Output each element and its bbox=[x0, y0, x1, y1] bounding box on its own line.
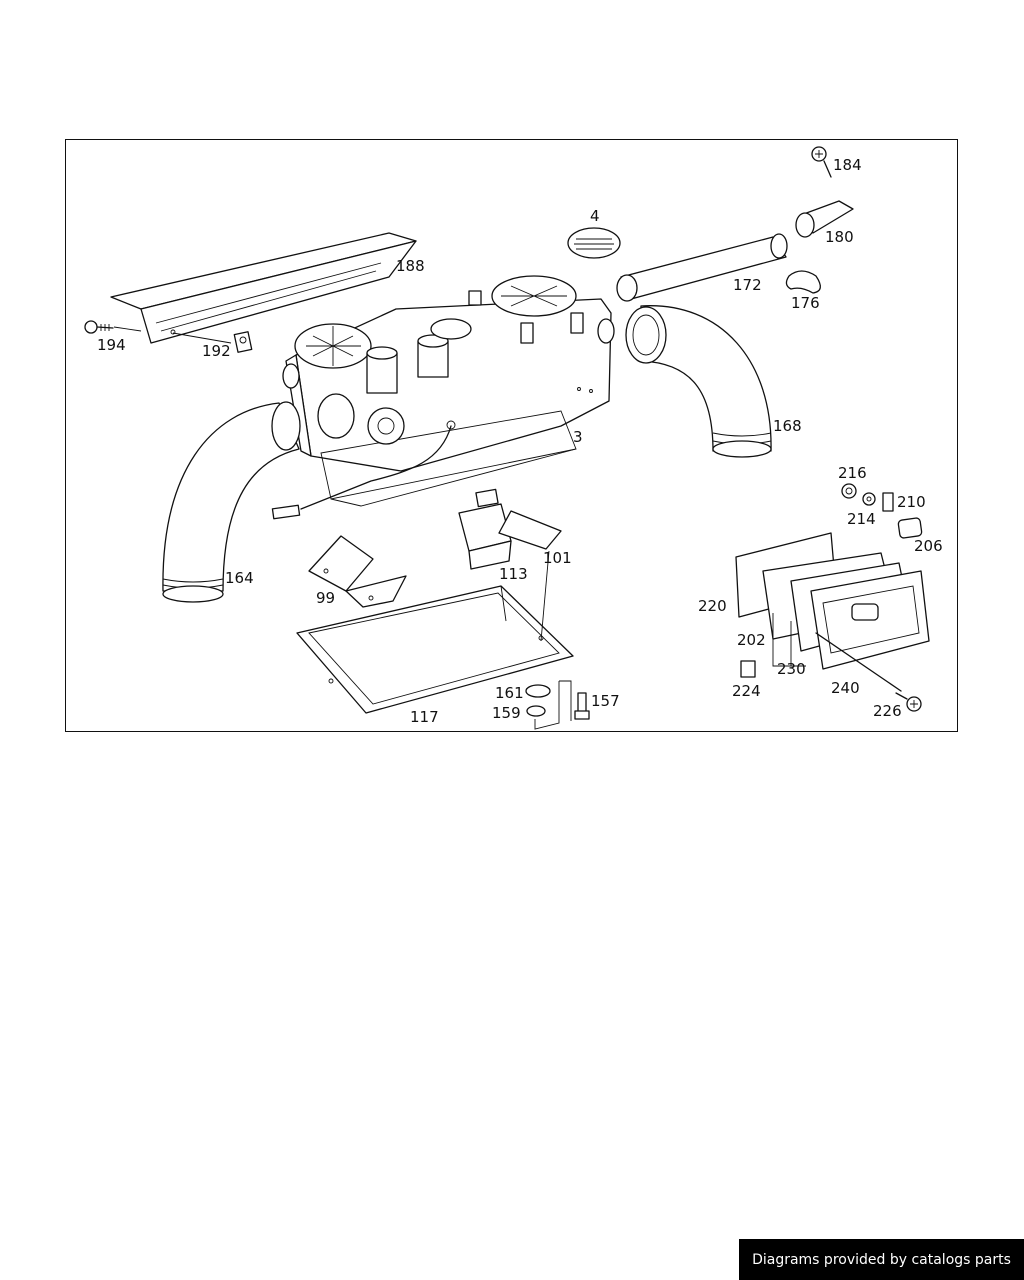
part-4-grille bbox=[567, 227, 621, 259]
parts-diagram-frame: 184 4 180 188 172 176 194 192 168 3 216 … bbox=[65, 139, 958, 732]
fasteners-161-159-157 bbox=[525, 680, 590, 730]
part-label-180: 180 bbox=[825, 228, 854, 246]
part-label-192: 192 bbox=[202, 342, 231, 360]
part-label-220: 220 bbox=[698, 597, 727, 615]
part-label-164: 164 bbox=[225, 569, 254, 587]
part-194-screw bbox=[84, 320, 114, 334]
part-label-101: 101 bbox=[543, 549, 572, 567]
part-label-230: 230 bbox=[777, 660, 806, 678]
part-168-right-hose bbox=[625, 305, 772, 458]
outlet-frame-assembly bbox=[735, 532, 930, 692]
part-184-screw bbox=[811, 146, 832, 178]
part-224-clip bbox=[740, 660, 756, 678]
part-label-202: 202 bbox=[737, 631, 766, 649]
part-117-tray bbox=[296, 585, 574, 714]
part-99-bracket bbox=[308, 535, 407, 608]
part-label-224: 224 bbox=[732, 682, 761, 700]
part-192-clip bbox=[233, 331, 253, 353]
part-label-168: 168 bbox=[773, 417, 802, 435]
part-label-184: 184 bbox=[833, 156, 862, 174]
part-label-240: 240 bbox=[831, 679, 860, 697]
part-label-194: 194 bbox=[97, 336, 126, 354]
part-label-99: 99 bbox=[316, 589, 335, 607]
part-172-tube bbox=[616, 233, 788, 302]
part-101-bracket bbox=[498, 510, 562, 550]
part-188-cover-strip bbox=[110, 232, 417, 344]
part-label-3: 3 bbox=[573, 428, 583, 446]
part-113-block bbox=[458, 488, 512, 570]
part-226-screw bbox=[895, 692, 922, 712]
part-label-206: 206 bbox=[914, 537, 943, 555]
diagram-credit-badge: Diagrams provided by catalogs parts bbox=[739, 1239, 1024, 1280]
diagram-credit-text: Diagrams provided by catalogs parts bbox=[752, 1251, 1011, 1268]
heater-housing bbox=[271, 227, 621, 520]
part-label-226: 226 bbox=[873, 702, 902, 720]
part-label-188: 188 bbox=[396, 257, 425, 275]
part-label-4: 4 bbox=[590, 207, 600, 225]
exploded-parts-diagram: 184 4 180 188 172 176 194 192 168 3 216 … bbox=[84, 146, 943, 730]
part-label-210: 210 bbox=[897, 493, 926, 511]
part-label-161: 161 bbox=[495, 684, 524, 702]
part-label-117: 117 bbox=[410, 708, 439, 726]
part-164-left-hose bbox=[162, 401, 301, 603]
part-label-214: 214 bbox=[847, 510, 876, 528]
part-label-176: 176 bbox=[791, 294, 820, 312]
part-label-157: 157 bbox=[591, 692, 620, 710]
leader-lines bbox=[113, 326, 550, 642]
part-label-216: 216 bbox=[838, 464, 867, 482]
part-label-159: 159 bbox=[492, 704, 521, 722]
part-176-gasket bbox=[785, 270, 821, 294]
small-fasteners-216-214-210-206 bbox=[841, 483, 923, 539]
part-label-113: 113 bbox=[499, 565, 528, 583]
part-label-group: 184 4 180 188 172 176 194 192 168 3 216 … bbox=[97, 156, 943, 726]
part-label-172: 172 bbox=[733, 276, 762, 294]
part-180-nozzle bbox=[795, 200, 854, 238]
